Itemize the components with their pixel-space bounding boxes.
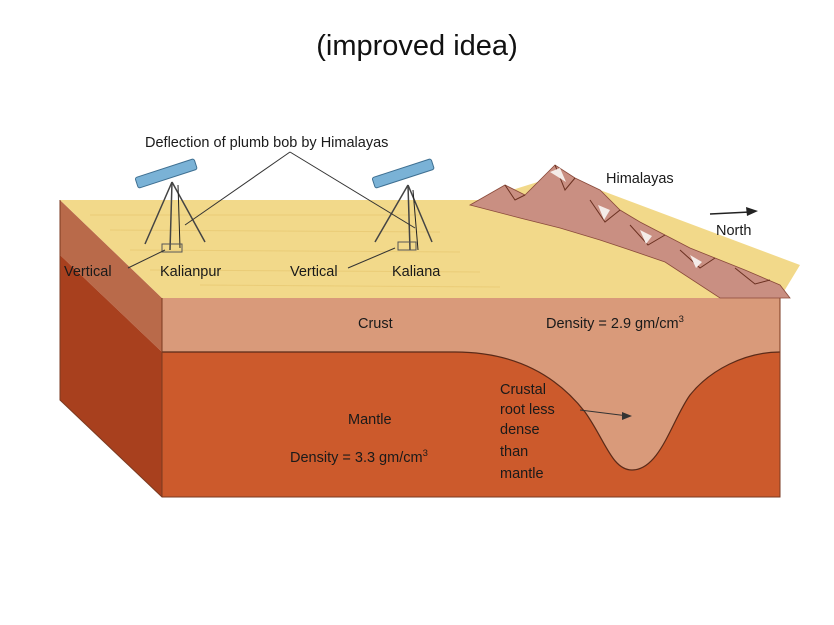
north-arrow: [709, 207, 758, 216]
root-note-line-4: than: [500, 444, 528, 460]
block-left-face-mantle: [60, 255, 162, 497]
vertical-left-label: Vertical: [64, 264, 112, 280]
himalaya-peaks: [504, 164, 771, 285]
root-arrowhead: [622, 412, 632, 420]
telescope-left: [134, 158, 206, 251]
mantle-label: Mantle: [348, 412, 392, 428]
himalaya-range: [468, 164, 791, 299]
station-marker-left: [161, 243, 183, 253]
crustal-root-outline: [162, 351, 781, 471]
vertical-right-label: Vertical: [290, 264, 338, 280]
plumb-line-right: [412, 189, 419, 251]
plumb-line-left: [177, 184, 181, 249]
root-note-line-1: Crustal: [500, 382, 546, 398]
kaliana-label: Kaliana: [392, 264, 441, 280]
crust-density-label: Density = 2.9 gm/cm3: [546, 314, 684, 332]
mantle-density-label: Density = 3.3 gm/cm3: [290, 448, 428, 466]
surface-texture: [90, 214, 501, 288]
kalianpur-label: Kalianpur: [160, 264, 221, 280]
root-note-line-3: dense: [500, 422, 540, 438]
crustal-root: [162, 298, 780, 470]
north-label: North: [716, 223, 751, 239]
root-note-line-2: root less: [500, 402, 555, 418]
root-note-line-5: mantle: [500, 466, 544, 482]
crust-label: Crust: [358, 316, 393, 332]
station-marker-right: [397, 241, 417, 251]
slide-title: (improved idea): [316, 30, 518, 62]
himalayas-label: Himalayas: [606, 171, 674, 187]
callout-leaders: [127, 151, 629, 417]
deflection-callout: Deflection of plumb bob by Himalayas: [145, 135, 388, 151]
block-left-face-crust: [60, 200, 162, 352]
